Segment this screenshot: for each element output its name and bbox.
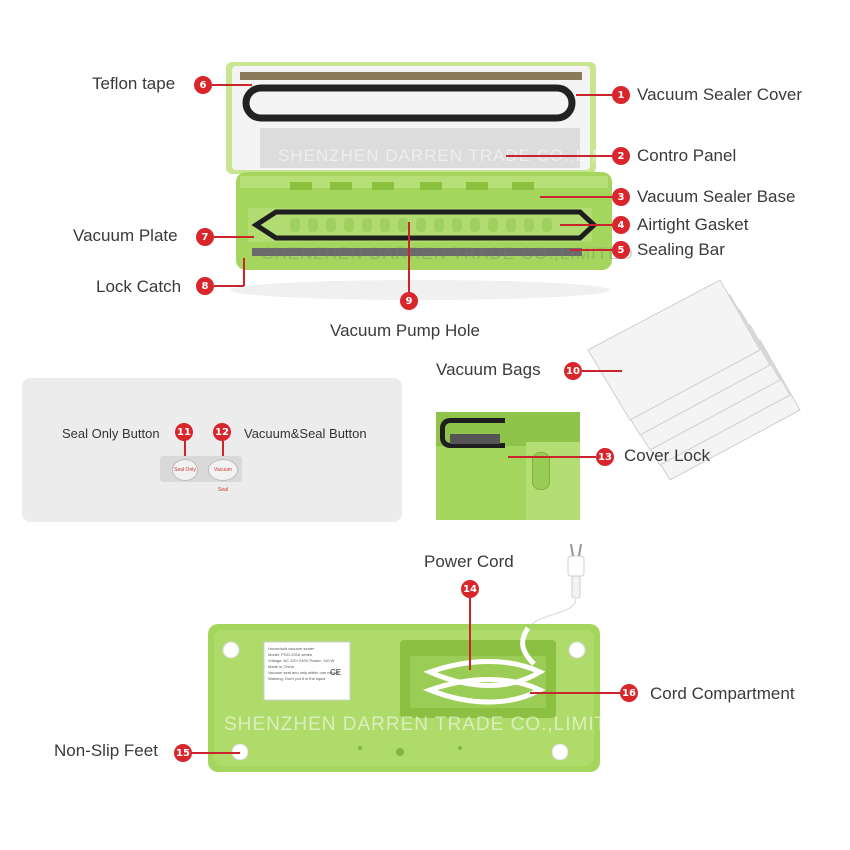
callout-line-6: [212, 84, 252, 86]
badge-10: 10: [564, 362, 582, 380]
label-non-slip-feet: Non-Slip Feet: [54, 741, 158, 760]
label-cover-lock: Cover Lock: [624, 446, 710, 465]
sticker-line-2: Model: PGG-2016 series: [268, 652, 313, 657]
callout-line-9: [408, 222, 410, 292]
callout-line-8a: [214, 285, 244, 287]
callout-line-14: [469, 598, 471, 670]
cover-lock-detail: [436, 412, 580, 520]
callout-line-5: [570, 249, 612, 251]
badge-1: 1: [612, 86, 630, 104]
badge-14: 14: [461, 580, 479, 598]
label-vacuum-sealer-base: Vacuum Sealer Base: [637, 187, 796, 206]
label-vacuum-seal-button: Vacuum&Seal Button: [244, 426, 367, 441]
sticker-line-6: Warning: Don't put it in the liquid: [268, 676, 326, 681]
callout-line-10: [582, 370, 622, 372]
seal-only-button-text: Seal Only: [174, 467, 196, 473]
label-control-panel: Contro Panel: [637, 146, 737, 165]
callout-line-2: [506, 155, 612, 157]
callout-line-11: [184, 441, 186, 459]
label-power-cord: Power Cord: [424, 552, 514, 571]
callout-line-1: [576, 94, 612, 96]
badge-12: 12: [213, 423, 231, 441]
badge-3: 3: [612, 188, 630, 206]
callout-line-15: [190, 752, 240, 754]
label-teflon-tape: Teflon tape: [92, 74, 176, 93]
badge-16: 16: [620, 684, 638, 702]
badge-4: 4: [612, 216, 630, 234]
sticker-line-5: Vacuum seal and only within one minute: [268, 670, 340, 675]
badge-8: 8: [196, 277, 214, 295]
top-watermark-2: SHENZHEN DARREN TRADE CO.,LIMITED: [262, 244, 634, 263]
vacuum-seal-button[interactable]: Vacuum Seal: [208, 459, 238, 493]
callout-line-7: [214, 236, 254, 238]
callout-line-4: [560, 224, 612, 226]
badge-6: 6: [194, 76, 212, 94]
top-watermark: SHENZHEN DARREN TRADE CO.,LIMITED: [278, 146, 650, 165]
vacuum-seal-button-text: Vacuum Seal: [214, 467, 232, 493]
sticker-line-4: Made in China: [268, 664, 294, 669]
cover-lock-gasket: [440, 418, 505, 448]
callout-line-16: [530, 692, 620, 694]
sticker-line-1: Household vacuum sealer: [268, 646, 315, 651]
label-cord-compartment: Cord Compartment: [650, 684, 795, 703]
label-vacuum-sealer-cover: Vacuum Sealer Cover: [637, 85, 803, 104]
callout-line-8b: [243, 258, 245, 286]
label-vacuum-plate: Vacuum Plate: [73, 226, 178, 245]
label-airtight-gasket: Airtight Gasket: [637, 215, 749, 234]
badge-5: 5: [612, 241, 630, 259]
callout-line-3: [540, 196, 612, 198]
sticker-text: Household vacuum sealer Model: PGG-2016 …: [268, 646, 348, 682]
label-lock-catch: Lock Catch: [96, 277, 182, 296]
badge-11: 11: [175, 423, 193, 441]
bottom-watermark: SHENZHEN DARREN TRADE CO.,LIMITED: [224, 714, 636, 735]
badge-13: 13: [596, 448, 614, 466]
badge-9: 9: [400, 292, 418, 310]
label-sealing-bar: Sealing Bar: [637, 240, 725, 259]
cover-lock-bar: [450, 434, 500, 444]
sticker-line-3: Voltage: AC 120~240V Power: 110 W: [268, 658, 335, 663]
label-vacuum-bags: Vacuum Bags: [436, 360, 541, 379]
badge-2: 2: [612, 147, 630, 165]
ce-mark: CE: [330, 668, 342, 677]
callout-line-13: [508, 456, 596, 458]
badge-7: 7: [196, 228, 214, 246]
badge-15: 15: [174, 744, 192, 762]
seal-only-button[interactable]: Seal Only: [172, 459, 198, 481]
cover-lock-knob[interactable]: [532, 452, 550, 490]
callout-line-12: [222, 441, 224, 459]
label-vacuum-pump-hole: Vacuum Pump Hole: [330, 321, 480, 340]
button-detail-panel: [22, 378, 402, 522]
label-seal-only-button: Seal Only Button: [62, 426, 160, 441]
